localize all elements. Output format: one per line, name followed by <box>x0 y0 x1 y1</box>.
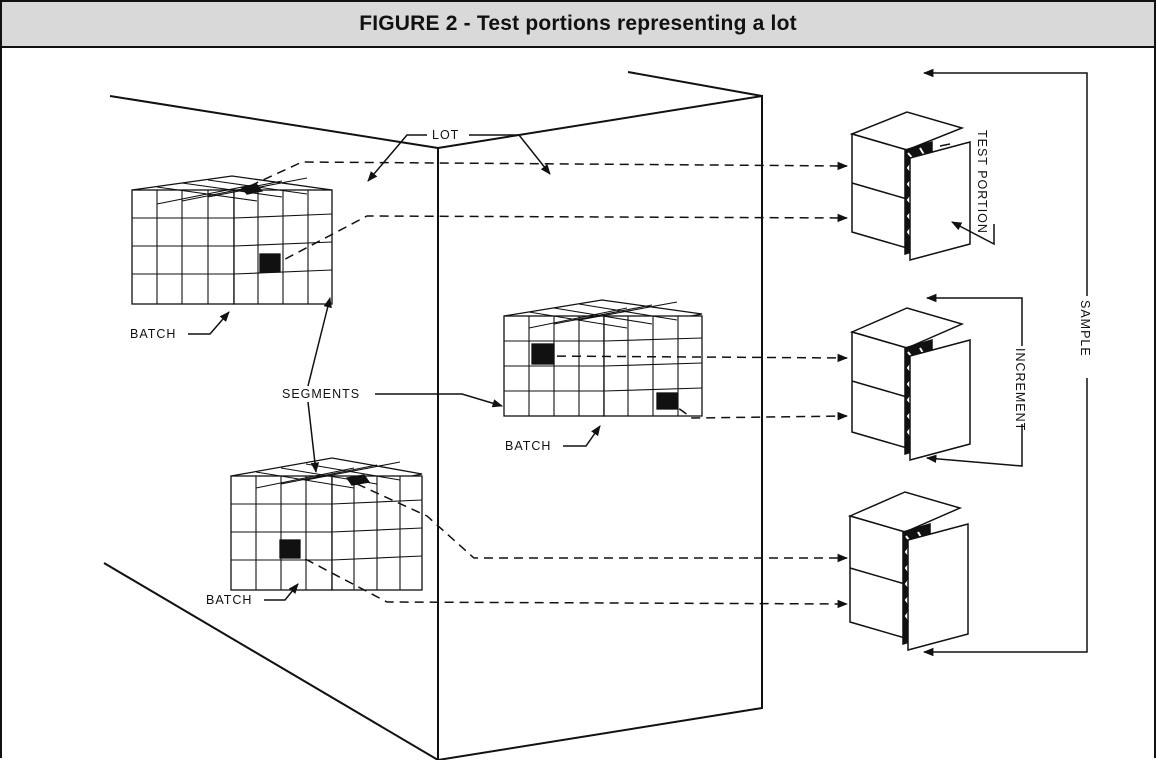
segments-callout: SEGMENTS <box>282 296 504 474</box>
batch-label-2-group: BATCH <box>505 425 601 453</box>
batch-middle <box>503 299 703 417</box>
increment-callout: INCREMENT <box>925 293 1027 467</box>
sample-cube-top <box>849 111 971 261</box>
figure-header: FIGURE 2 - Test portions representing a … <box>2 2 1154 48</box>
test-portion-label: TEST PORTION <box>975 130 989 234</box>
batch-lower-left <box>230 457 423 591</box>
batch-upper-left <box>131 175 333 305</box>
batch-label-1: BATCH <box>130 327 176 341</box>
sample-cube-middle <box>849 307 971 461</box>
test-portion-callout: TEST PORTION <box>951 130 995 246</box>
sampling-lines <box>249 161 849 609</box>
sample-cube-bottom <box>847 491 969 651</box>
lot-diagram: LOT BATCH <box>103 68 1092 760</box>
sample-label: SAMPLE <box>1078 300 1092 357</box>
batch-label-1-group: BATCH <box>130 311 230 341</box>
batch-label-3: BATCH <box>206 593 252 607</box>
sample-callout: SAMPLE <box>922 68 1092 657</box>
segments-label: SEGMENTS <box>282 387 360 401</box>
lot-label: LOT <box>432 128 459 142</box>
lot-container <box>103 71 763 760</box>
batch-label-3-group: BATCH <box>206 583 299 607</box>
increment-label: INCREMENT <box>1013 348 1027 431</box>
batch-label-2: BATCH <box>505 439 551 453</box>
figure-title: FIGURE 2 - Test portions representing a … <box>359 12 797 35</box>
lot-callout: LOT <box>367 128 551 182</box>
